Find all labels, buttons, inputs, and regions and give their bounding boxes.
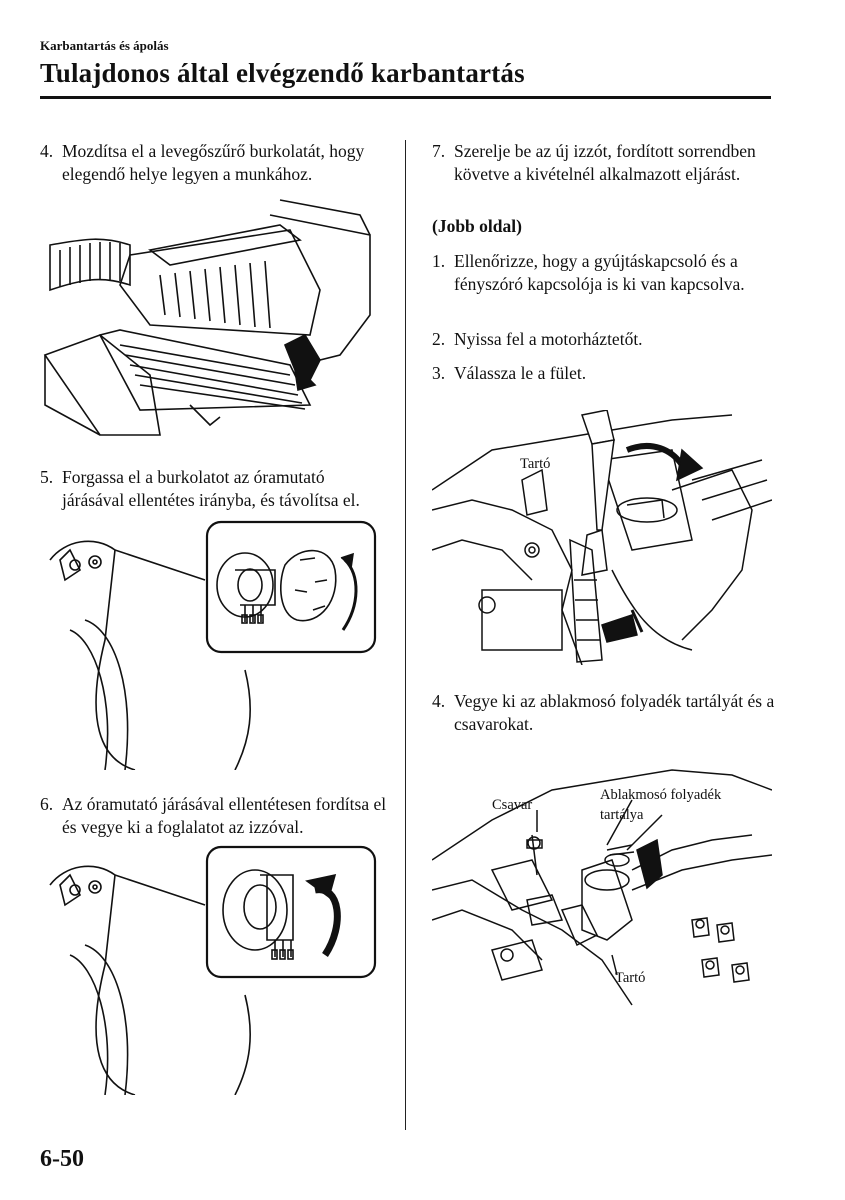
cover-removal-illustration (45, 520, 385, 770)
page-title: Tulajdonos által elvégzendő karbantartás (40, 58, 525, 88)
washer-tank-illustration (432, 760, 772, 1010)
step-text: Szerelje be az új izzót, fordított sorre… (454, 141, 756, 184)
step-number: 2. (432, 329, 446, 349)
air-filter-illustration (40, 195, 380, 445)
step-text: Ellenőrizze, hogy a gyújtáskapcsoló és a… (454, 251, 745, 294)
section-header: Karbantartás és ápolás (40, 38, 169, 53)
step-text: Válassza le a fület. (454, 363, 587, 383)
step-6-left: 6. Az óramutató járásával ellentétesen f… (40, 793, 390, 839)
step-4-right: 4. Vegye ki az ablakmosó folyadék tartál… (432, 690, 777, 736)
step-1-right: 1. Ellenőrizze, hogy a gyújtáskapcsoló é… (432, 250, 777, 296)
step-text: Az óramutató járásával ellentétesen ford… (62, 794, 387, 837)
step-number: 4. (432, 691, 446, 711)
holder-label-2: Tartó (615, 970, 646, 986)
page-number: 6-50 (40, 1146, 84, 1172)
step-number: 3. (432, 363, 446, 383)
step-5-left: 5. Forgassa el a burkolatot az óramutató… (40, 466, 390, 512)
step-7-right: 7. Szerelje be az új izzót, fordított so… (432, 140, 777, 186)
step-text: Forgassa el a burkolatot az óramutató já… (62, 467, 360, 510)
washer-tank-label-line2: tartálya (600, 807, 644, 823)
step-4-left: 4. Mozdítsa el a levegőszűrő burkolatát,… (40, 140, 390, 186)
step-text: Nyissa fel a motorháztetőt. (454, 329, 643, 349)
subheading-right-side: (Jobb oldal) (432, 216, 522, 236)
holder-label: Tartó (520, 456, 551, 472)
step-3-right: 3. Válassza le a fület. (432, 362, 777, 385)
step-number: 6. (40, 794, 54, 814)
column-divider (405, 140, 406, 1130)
step-number: 4. (40, 141, 54, 161)
step-number: 1. (432, 251, 446, 271)
socket-removal-illustration (45, 845, 385, 1095)
step-2-right: 2. Nyissa fel a motorháztetőt. (432, 328, 777, 351)
screw-label: Csavar (492, 797, 533, 813)
header-rule (40, 96, 771, 99)
step-number: 7. (432, 141, 446, 161)
step-text: Mozdítsa el a levegőszűrő burkolatát, ho… (62, 141, 365, 184)
washer-tank-label-line1: Ablakmosó folyadék (600, 787, 722, 803)
step-number: 5. (40, 467, 54, 487)
tab-disconnect-illustration (432, 410, 772, 665)
step-text: Vegye ki az ablakmosó folyadék tartályát… (454, 691, 775, 734)
